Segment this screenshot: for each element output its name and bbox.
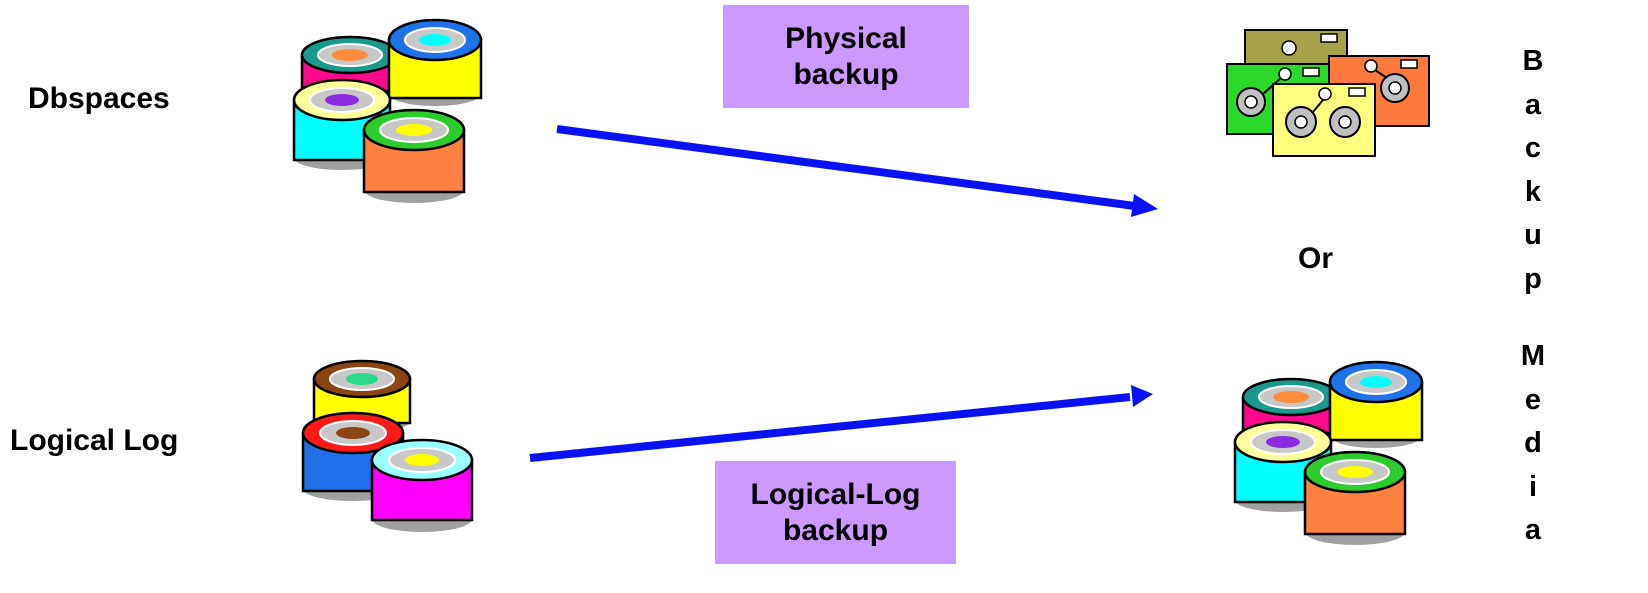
- vertical-letter: e: [1524, 383, 1542, 416]
- logical-log-backup-line2: backup: [782, 513, 889, 547]
- or-label: Or: [1298, 242, 1334, 275]
- vertical-letter: i: [1528, 470, 1538, 503]
- vertical-letter: p: [1524, 262, 1542, 295]
- logical-log-backup-callout: Logical-Log backup: [715, 461, 956, 564]
- tape-media-icon: [1226, 29, 1430, 157]
- disk-icon: [387, 18, 483, 106]
- logical-log-label: Logical Log: [10, 424, 179, 457]
- vertical-letter: a: [1524, 88, 1542, 121]
- vertical-letter: B: [1522, 45, 1544, 77]
- disk-icon: [1303, 450, 1407, 545]
- physical-backup-arrow: [556, 125, 1158, 217]
- backup-media-vertical-label: B a c k u p M e d i a: [1513, 40, 1553, 553]
- physical-backup-line1: Physical: [785, 21, 907, 55]
- disk-icon: [1328, 360, 1424, 448]
- dbspaces-label: Dbspaces: [28, 82, 170, 115]
- vertical-letter: u: [1524, 219, 1542, 251]
- tape-cartridge-icon: [1272, 83, 1376, 157]
- physical-backup-line2: backup: [793, 57, 899, 91]
- logical-log-backup-arrow: [529, 385, 1153, 462]
- logical-log-disk-stack-icon: [301, 359, 474, 532]
- vertical-letter: k: [1524, 175, 1542, 208]
- disk-icon: [370, 438, 474, 532]
- physical-backup-callout: Physical backup: [723, 5, 969, 108]
- vertical-letter: c: [1524, 132, 1542, 164]
- vertical-letter: M: [1520, 340, 1546, 372]
- disk-icon: [362, 108, 466, 203]
- disk-media-stack-icon: [1233, 360, 1424, 545]
- logical-log-backup-line1: Logical-Log: [750, 477, 921, 511]
- vertical-letter: a: [1524, 514, 1542, 546]
- vertical-letter: d: [1524, 427, 1542, 459]
- dbspaces-disk-stack-icon: [292, 18, 483, 203]
